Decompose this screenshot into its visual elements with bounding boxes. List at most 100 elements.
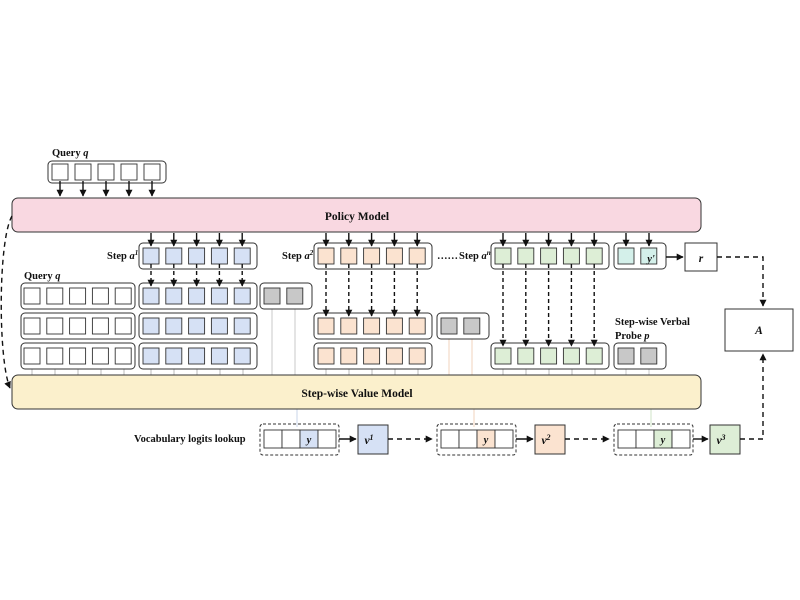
row3-stepn-cell-5 bbox=[585, 347, 603, 365]
row2-probe-cell-2 bbox=[463, 317, 481, 335]
row1-query-cell-1 bbox=[23, 287, 41, 305]
lookup2-border bbox=[436, 423, 517, 456]
stepn-cell-5 bbox=[585, 247, 603, 265]
row1-step1-cell-2 bbox=[165, 287, 183, 305]
query-left-label: Query q bbox=[24, 271, 60, 282]
row1-query-cell-3 bbox=[69, 287, 87, 305]
row2-step2-cell-5 bbox=[408, 317, 426, 335]
query-top-cell-2 bbox=[74, 163, 92, 181]
lookup3-cell-2 bbox=[635, 429, 655, 449]
row3-stepn-cell-2 bbox=[517, 347, 535, 365]
row3-step1-cell-1 bbox=[142, 347, 160, 365]
row1-step1-cell-5 bbox=[233, 287, 251, 305]
query-top-cell-1 bbox=[51, 163, 69, 181]
row3-stepn-cell-3 bbox=[540, 347, 558, 365]
step1-cell-5 bbox=[233, 247, 251, 265]
row3-query-cell-5 bbox=[114, 347, 132, 365]
row1-step1-cell-3 bbox=[188, 287, 206, 305]
step2-cell-3 bbox=[363, 247, 381, 265]
probe-label-2: Probe p bbox=[615, 331, 650, 342]
row3-query-cell-2 bbox=[46, 347, 64, 365]
step2-cell-2 bbox=[340, 247, 358, 265]
row3-query-cell-1 bbox=[23, 347, 41, 365]
row2-step1-cell-4 bbox=[210, 317, 228, 335]
lookup3-cell-1 bbox=[617, 429, 637, 449]
policy-model-label: Policy Model bbox=[325, 211, 389, 223]
step1-cell-1 bbox=[142, 247, 160, 265]
lookup1-border bbox=[259, 423, 340, 456]
query-top-cell-3 bbox=[97, 163, 115, 181]
stepn-cell-3 bbox=[540, 247, 558, 265]
lookup3-cell-4 bbox=[671, 429, 691, 449]
vocab-lookup-label: Vocabulary logits lookup bbox=[134, 434, 246, 445]
lookup-y3-text: y bbox=[659, 435, 666, 446]
y-prime-text: y' bbox=[645, 254, 655, 265]
token-cells bbox=[23, 163, 658, 365]
step1-cell-2 bbox=[165, 247, 183, 265]
row2-step2-cell-1 bbox=[317, 317, 335, 335]
row3-step2-cell-5 bbox=[408, 347, 426, 365]
row2-query-cell-2 bbox=[46, 317, 64, 335]
lookup-y1-text: y bbox=[305, 435, 312, 446]
v3-box bbox=[709, 424, 741, 455]
row3-probe-cell-2 bbox=[640, 347, 658, 365]
row2-step2-cell-4 bbox=[385, 317, 403, 335]
faint-connectors bbox=[31, 309, 652, 427]
row3-stepn-cell-4 bbox=[562, 347, 580, 365]
v2-text: v2 bbox=[541, 433, 550, 447]
row1-probe-cell-1 bbox=[263, 287, 281, 305]
row3-probe-cell-1 bbox=[617, 347, 635, 365]
row1-query-cell-5 bbox=[114, 287, 132, 305]
dashed-flows bbox=[0, 215, 767, 443]
row2-step2-cell-2 bbox=[340, 317, 358, 335]
stepn-cell-2 bbox=[517, 247, 535, 265]
value-model-label: Step-wise Value Model bbox=[301, 388, 412, 400]
row3-query-cell-3 bbox=[69, 347, 87, 365]
lookup2-cell-2 bbox=[458, 429, 478, 449]
row3-step2-cell-2 bbox=[340, 347, 358, 365]
step2-cell-1 bbox=[317, 247, 335, 265]
step1-cell-4 bbox=[210, 247, 228, 265]
step2-label: Step a2 bbox=[282, 249, 314, 262]
row2-step2-cell-3 bbox=[363, 317, 381, 335]
v1-box bbox=[357, 424, 389, 455]
row2-step1-cell-3 bbox=[188, 317, 206, 335]
row1-query-cell-4 bbox=[91, 287, 109, 305]
query-top-cell-4 bbox=[120, 163, 138, 181]
lookup2-cell-4 bbox=[494, 429, 514, 449]
lookup3-border bbox=[613, 423, 694, 456]
reward-text: r bbox=[699, 253, 704, 265]
row2-query-cell-1 bbox=[23, 317, 41, 335]
row2-query-cell-3 bbox=[69, 317, 87, 335]
row2-step1-cell-1 bbox=[142, 317, 160, 335]
query-top-label: Query q bbox=[52, 148, 88, 159]
row3-step2-cell-1 bbox=[317, 347, 335, 365]
row3-query-cell-4 bbox=[91, 347, 109, 365]
row2-step1-cell-5 bbox=[233, 317, 251, 335]
row3-step1-cell-5 bbox=[233, 347, 251, 365]
stepn-cell-1 bbox=[494, 247, 512, 265]
arrows bbox=[56, 181, 709, 443]
value-model-box bbox=[11, 374, 702, 410]
advantage-box bbox=[724, 308, 794, 352]
v3-text: v3 bbox=[716, 433, 725, 447]
row2-step1-cell-2 bbox=[165, 317, 183, 335]
lookup1-cell-2 bbox=[281, 429, 301, 449]
reward-box bbox=[684, 242, 718, 272]
row1-step1-cell-4 bbox=[210, 287, 228, 305]
policy-model-box bbox=[11, 197, 702, 233]
row3-step2-cell-4 bbox=[385, 347, 403, 365]
lookup1-cell-4 bbox=[317, 429, 337, 449]
row3-stepn-cell-1 bbox=[494, 347, 512, 365]
row2-probe-cell-1 bbox=[440, 317, 458, 335]
row3-step2-cell-3 bbox=[363, 347, 381, 365]
yprime-cell-2 bbox=[640, 247, 658, 265]
step2-cell-4 bbox=[385, 247, 403, 265]
lookup1-cell-1 bbox=[263, 429, 283, 449]
step2-cell-5 bbox=[408, 247, 426, 265]
yprime-cell-1 bbox=[617, 247, 635, 265]
flow-v3-to-advantage bbox=[740, 353, 767, 440]
row3-step1-cell-2 bbox=[165, 347, 183, 365]
